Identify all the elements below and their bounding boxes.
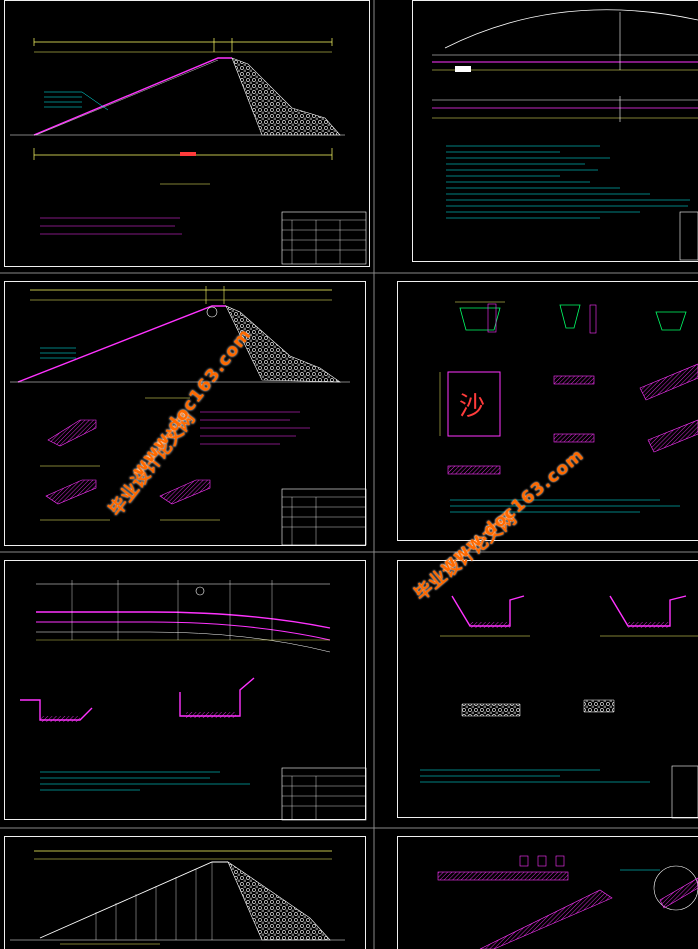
- sheet2-longitudinal: [432, 9, 698, 261]
- sand-symbol: 沙: [459, 392, 486, 422]
- sheet6-channel-sections: [420, 595, 698, 819]
- sheet5-canal-profile: [20, 580, 367, 821]
- drawing-sheet-2: [412, 0, 698, 262]
- drawing-sheet-1: [4, 0, 370, 267]
- drawing-sheet-8: [397, 836, 698, 949]
- sheet8-steps: [437, 855, 698, 949]
- drawing-sheet-5: [4, 560, 366, 820]
- sheet1-dam-section: [10, 38, 367, 265]
- drawing-sheet-6: [397, 560, 698, 818]
- drawing-sheet-3: [4, 281, 366, 546]
- drawing-sheet-4: [397, 281, 698, 541]
- sheet7-dam-partial: [10, 850, 345, 945]
- sheet3-dam-details: [10, 286, 367, 546]
- sheet4-components: [439, 301, 698, 513]
- drawing-sheet-7: [4, 836, 366, 949]
